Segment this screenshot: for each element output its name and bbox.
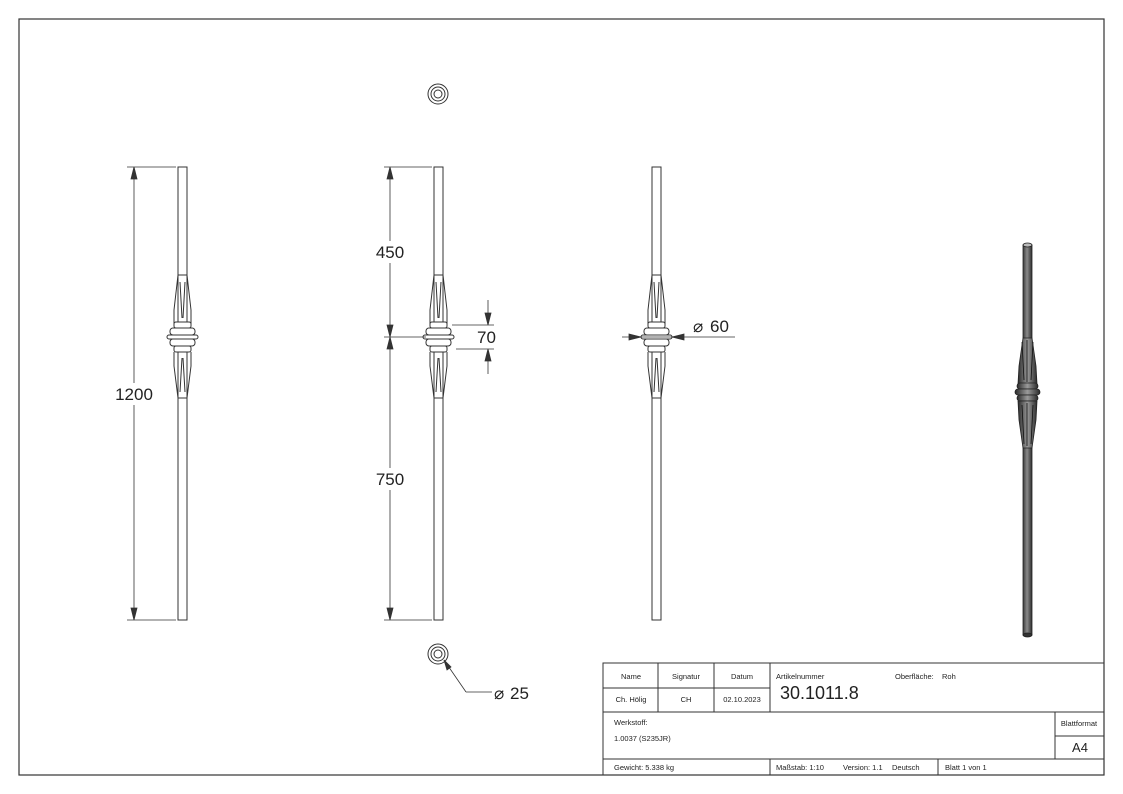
title-block-signature-header: Signatur (672, 672, 700, 681)
dimension-label-750: 750 (376, 470, 404, 489)
title-block-material-label: Werkstoff: (614, 718, 647, 727)
title-block-date-value: 02.10.2023 (723, 695, 761, 704)
title-block-format-value: A4 (1072, 740, 1088, 755)
title-block-article-value: 30.1011.8 (780, 683, 859, 703)
title-block-name-value: Ch. Hölig (616, 695, 647, 704)
title-block-name-header: Name (621, 672, 641, 681)
dimension-label-1200: 1200 (115, 385, 153, 404)
title-block-version: Version: 1.1 (843, 763, 883, 772)
title-block-article-label: Artikelnummer (776, 672, 825, 681)
title-block-sheet: Blatt 1 von 1 (945, 763, 987, 772)
dimension-label-25: 25 (510, 684, 529, 703)
dimension-label-70: 70 (477, 328, 496, 347)
dimension-collar-height (452, 300, 494, 374)
dimension-collar-diameter (622, 333, 735, 341)
side-view (640, 166, 673, 621)
title-block-material-value: 1.0037 (S235JR) (614, 734, 671, 743)
title-block-format-label: Blattformat (1061, 719, 1098, 728)
title-block (602, 662, 1105, 776)
title-block-weight: Gewicht: 5.338 kg (614, 763, 674, 772)
title-block-signature-value: CH (681, 695, 692, 704)
title-block-surface-label: Oberfläche: (895, 672, 934, 681)
front-view-left (166, 166, 199, 621)
drawing-frame (18, 18, 1105, 776)
front-view-middle (422, 166, 455, 621)
top-end-view (427, 83, 449, 105)
dimension-total-height (112, 166, 176, 621)
dimension-label-450: 450 (376, 243, 404, 262)
dimension-label-60: 60 (710, 317, 729, 336)
title-block-date-header: Datum (731, 672, 753, 681)
diameter-symbol-25: ⌀ (494, 684, 504, 703)
title-block-surface-value: Roh (942, 672, 956, 681)
title-block-scale: Maßstab: 1:10 (776, 763, 824, 772)
dimension-upper-lower (372, 166, 432, 621)
title-block-language: Deutsch (892, 763, 920, 772)
dimension-bar-diameter (443, 659, 492, 693)
diameter-symbol-60: ⌀ (693, 317, 703, 336)
isometric-view (1014, 242, 1041, 638)
bottom-end-view (427, 643, 449, 665)
